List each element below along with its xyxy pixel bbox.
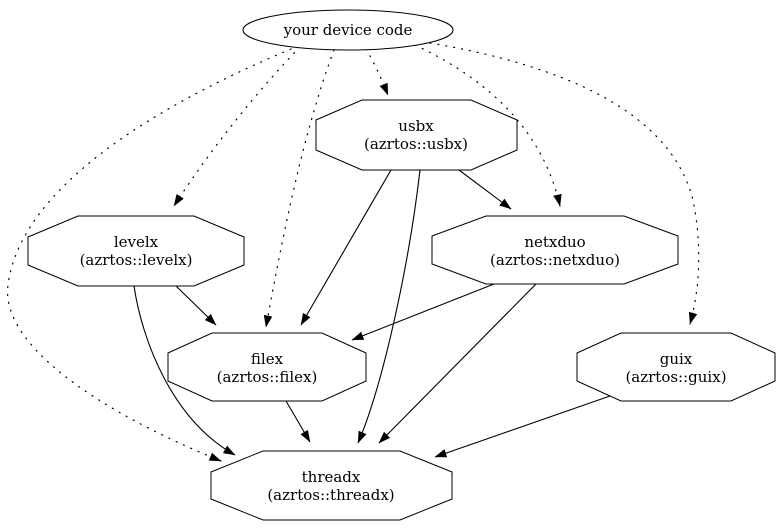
netxduo-label: netxduo bbox=[524, 233, 585, 251]
filex-package: (azrtos::filex) bbox=[217, 368, 318, 386]
solid-edges bbox=[133, 169, 611, 458]
levelx-label: levelx bbox=[114, 233, 159, 251]
edge-usbx-filex bbox=[300, 169, 392, 326]
guix-label: guix bbox=[660, 350, 693, 368]
node-device-code: your device code bbox=[242, 9, 454, 51]
edge-device-levelx bbox=[173, 46, 301, 207]
threadx-package: (azrtos::threadx) bbox=[267, 486, 394, 504]
levelx-package: (azrtos::levelx) bbox=[80, 251, 193, 269]
edge-guix-threadx bbox=[434, 395, 611, 458]
edge-filex-threadx bbox=[285, 400, 311, 443]
usbx-package: (azrtos::usbx) bbox=[364, 135, 468, 153]
guix-package: (azrtos::guix) bbox=[625, 368, 726, 386]
device-code-shape bbox=[242, 9, 454, 51]
levelx-shape bbox=[27, 215, 245, 287]
node-usbx: usbx (azrtos::usbx) bbox=[315, 99, 518, 171]
usbx-label: usbx bbox=[398, 117, 434, 135]
usbx-shape bbox=[315, 99, 518, 171]
netxduo-shape bbox=[431, 215, 679, 285]
edge-usbx-netxduo bbox=[458, 169, 512, 210]
edge-levelx-threadx bbox=[133, 285, 236, 456]
edge-usbx-threadx bbox=[357, 169, 421, 444]
filex-label: filex bbox=[251, 350, 284, 368]
node-netxduo: netxduo (azrtos::netxduo) bbox=[431, 215, 679, 285]
threadx-label: threadx bbox=[302, 468, 361, 486]
guix-shape bbox=[576, 332, 776, 402]
edge-netxduo-filex bbox=[351, 283, 495, 341]
node-threadx: threadx (azrtos::threadx) bbox=[210, 450, 453, 521]
netxduo-package: (azrtos::netxduo) bbox=[490, 251, 620, 269]
edge-device-guix bbox=[429, 42, 700, 325]
edge-netxduo-threadx bbox=[378, 283, 537, 444]
node-levelx: levelx (azrtos::levelx) bbox=[27, 215, 245, 287]
threadx-shape bbox=[210, 450, 453, 521]
edge-device-netxduo bbox=[414, 44, 562, 207]
edge-device-threadx bbox=[7, 48, 292, 462]
dotted-edges bbox=[7, 42, 700, 462]
edge-device-usbx bbox=[365, 48, 389, 96]
node-filex: filex (azrtos::filex) bbox=[167, 332, 367, 402]
filex-shape bbox=[167, 332, 367, 402]
device-code-label: your device code bbox=[283, 21, 413, 39]
edge-levelx-filex bbox=[175, 285, 217, 326]
node-guix: guix (azrtos::guix) bbox=[576, 332, 776, 402]
